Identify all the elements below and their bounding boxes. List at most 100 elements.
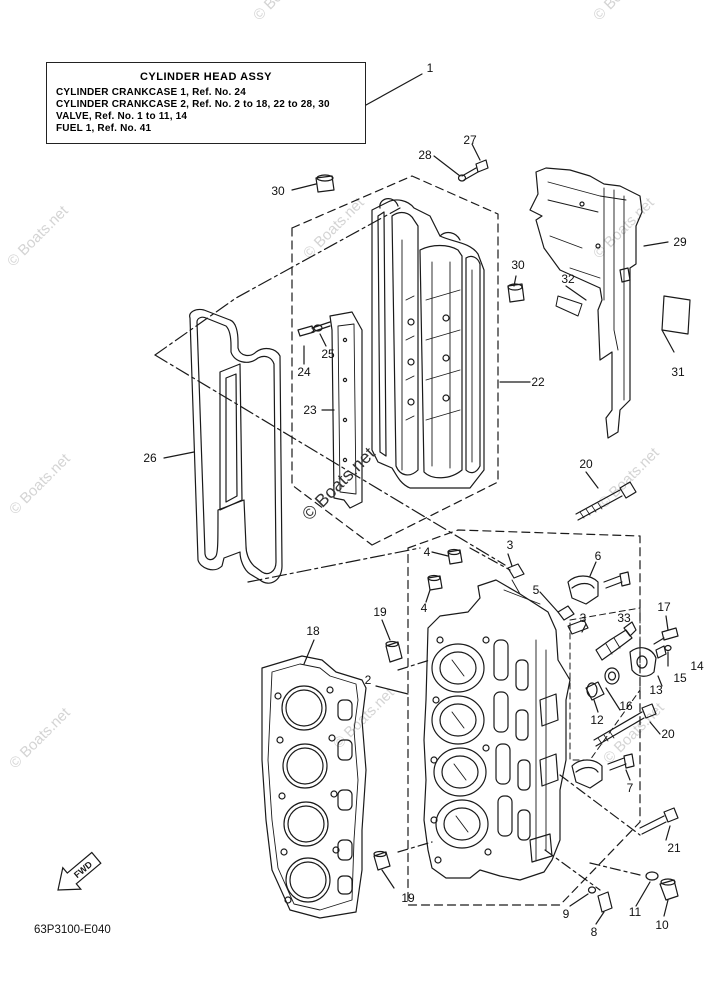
callout-number[interactable]: 8 <box>590 925 598 939</box>
leader-line <box>663 899 669 917</box>
legend-title: CYLINDER HEAD ASSY <box>139 71 273 83</box>
label-32 <box>555 295 583 317</box>
leader-line <box>303 639 315 665</box>
callout-number[interactable]: 1 <box>426 61 434 75</box>
callout-number[interactable]: 14 <box>690 659 704 673</box>
bolt-15 <box>655 645 667 659</box>
callout-number[interactable]: 25 <box>321 347 335 361</box>
callout-number[interactable]: 15 <box>673 671 687 685</box>
washer-11 <box>645 871 659 881</box>
alignment-line <box>397 659 431 671</box>
leader-line <box>291 183 317 191</box>
alignment-line <box>469 547 511 571</box>
callout-number[interactable]: 32 <box>561 272 575 286</box>
callout-number[interactable]: 31 <box>671 365 685 379</box>
callout-number[interactable]: 20 <box>661 727 675 741</box>
callout-number[interactable]: 19 <box>373 605 387 619</box>
callout-number[interactable]: 10 <box>655 918 669 932</box>
leader-line <box>581 623 587 633</box>
alignment-line <box>589 862 641 876</box>
sensor-33 <box>595 621 637 661</box>
callout-number[interactable]: 20 <box>579 457 593 471</box>
cylinder-head-cover-22 <box>371 198 485 489</box>
dowel-3-mid <box>567 619 589 635</box>
callout-number[interactable]: 23 <box>303 403 317 417</box>
dowel-19-lower <box>373 850 391 871</box>
cylinder-head-2 <box>423 579 571 881</box>
callout-number[interactable]: 3 <box>579 611 587 625</box>
leader-line <box>163 451 195 459</box>
leader-line <box>365 73 423 106</box>
callout-number[interactable]: 19 <box>401 891 415 905</box>
callout-number[interactable]: 5 <box>532 583 540 597</box>
label-31 <box>661 295 691 335</box>
washer-14 <box>664 644 672 652</box>
plug-12 <box>585 681 605 701</box>
assembly-legend: CYLINDER HEAD ASSY CYLINDER CRANKCASE 1,… <box>46 62 366 144</box>
callout-number[interactable]: 2 <box>364 673 372 687</box>
grommet-30-top <box>315 174 335 193</box>
leader-line <box>635 881 651 907</box>
bolt-20-lower <box>593 703 657 747</box>
callout-number[interactable]: 30 <box>271 184 285 198</box>
leader-line <box>593 699 599 713</box>
pin-5 <box>557 605 575 621</box>
callout-number[interactable]: 13 <box>649 683 663 697</box>
leader-line <box>657 675 663 687</box>
assembly-boundary-upper <box>291 175 499 546</box>
leader-line <box>605 687 621 711</box>
callout-number[interactable]: 11 <box>628 905 642 919</box>
callout-number[interactable]: 12 <box>590 713 604 727</box>
callout-number[interactable]: 4 <box>423 545 431 559</box>
callout-number[interactable]: 22 <box>531 375 545 389</box>
callout-number[interactable]: 33 <box>617 611 631 625</box>
leader-line <box>425 589 431 603</box>
callout-number[interactable]: 26 <box>143 451 157 465</box>
callout-number[interactable]: 30 <box>511 258 525 272</box>
legend-line: CYLINDER CRANKCASE 2, Ref. No. 2 to 18, … <box>56 99 330 110</box>
cover-plate-29 <box>529 167 643 439</box>
leader-line <box>589 561 597 577</box>
callout-number[interactable]: 28 <box>418 148 432 162</box>
alignment-line <box>397 841 433 853</box>
callout-number[interactable]: 27 <box>463 133 477 147</box>
callout-number[interactable]: 29 <box>673 235 687 249</box>
gasket-23 <box>329 311 363 509</box>
plug-10 <box>659 878 679 901</box>
washer-9 <box>587 886 597 894</box>
callout-number[interactable]: 18 <box>306 624 320 638</box>
callout-number[interactable]: 9 <box>562 907 570 921</box>
leader-line <box>569 893 589 907</box>
plug-4-top <box>447 548 463 565</box>
callout-number[interactable]: 4 <box>420 601 428 615</box>
head-gasket-18 <box>261 655 367 919</box>
leader-line <box>625 769 631 781</box>
callout-number[interactable]: 24 <box>297 365 311 379</box>
callout-number[interactable]: 3 <box>506 538 514 552</box>
callout-number[interactable]: 6 <box>594 549 602 563</box>
leader-line <box>431 551 449 557</box>
leader-line <box>513 275 517 287</box>
grommet-30-right <box>507 283 525 303</box>
leader-line <box>649 721 661 735</box>
leader-line <box>665 615 669 631</box>
bolt-8 <box>597 891 613 913</box>
drawing-code: 63P3100-E040 <box>34 924 111 936</box>
cap-16 <box>604 667 620 685</box>
leader-line <box>381 619 391 641</box>
leader-line <box>507 553 513 567</box>
callout-number[interactable]: 16 <box>619 699 633 713</box>
leader-line <box>661 329 675 353</box>
plug-4-side <box>427 574 443 591</box>
leader-line <box>565 285 587 301</box>
fwd-arrow-icon: FWD <box>57 851 102 891</box>
washer-25 <box>313 324 323 332</box>
callout-number[interactable]: 7 <box>626 781 634 795</box>
callout-number[interactable]: 21 <box>667 841 681 855</box>
bolt-7 <box>607 753 635 771</box>
bracket-7 <box>571 759 603 789</box>
callout-number[interactable]: 17 <box>657 600 671 614</box>
leader-line <box>433 155 461 177</box>
